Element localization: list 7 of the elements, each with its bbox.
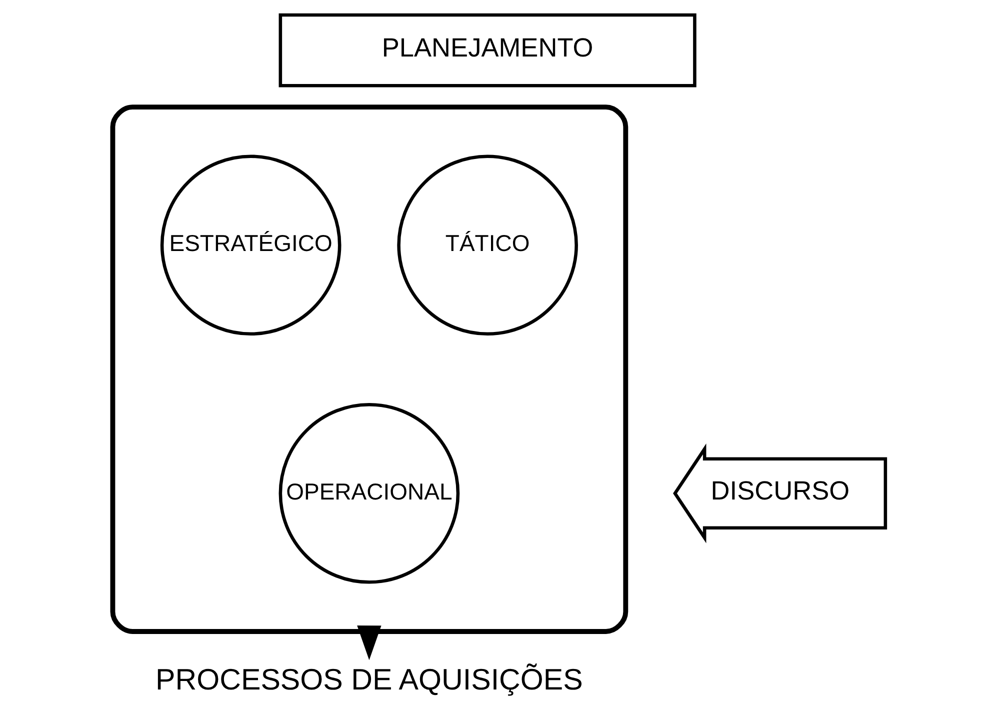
node-text: PROCESSOS DE AQUISIÇÕES	[155, 664, 582, 697]
node-box: PLANEJAMENTO	[278, 13, 696, 88]
node-circle: TÁTICO	[396, 154, 578, 336]
node-circle: OPERACIONAL	[278, 402, 460, 584]
arrow	[356, 626, 381, 660]
cluster	[110, 104, 628, 634]
node-circle: ESTRATÉGICO	[160, 154, 341, 336]
